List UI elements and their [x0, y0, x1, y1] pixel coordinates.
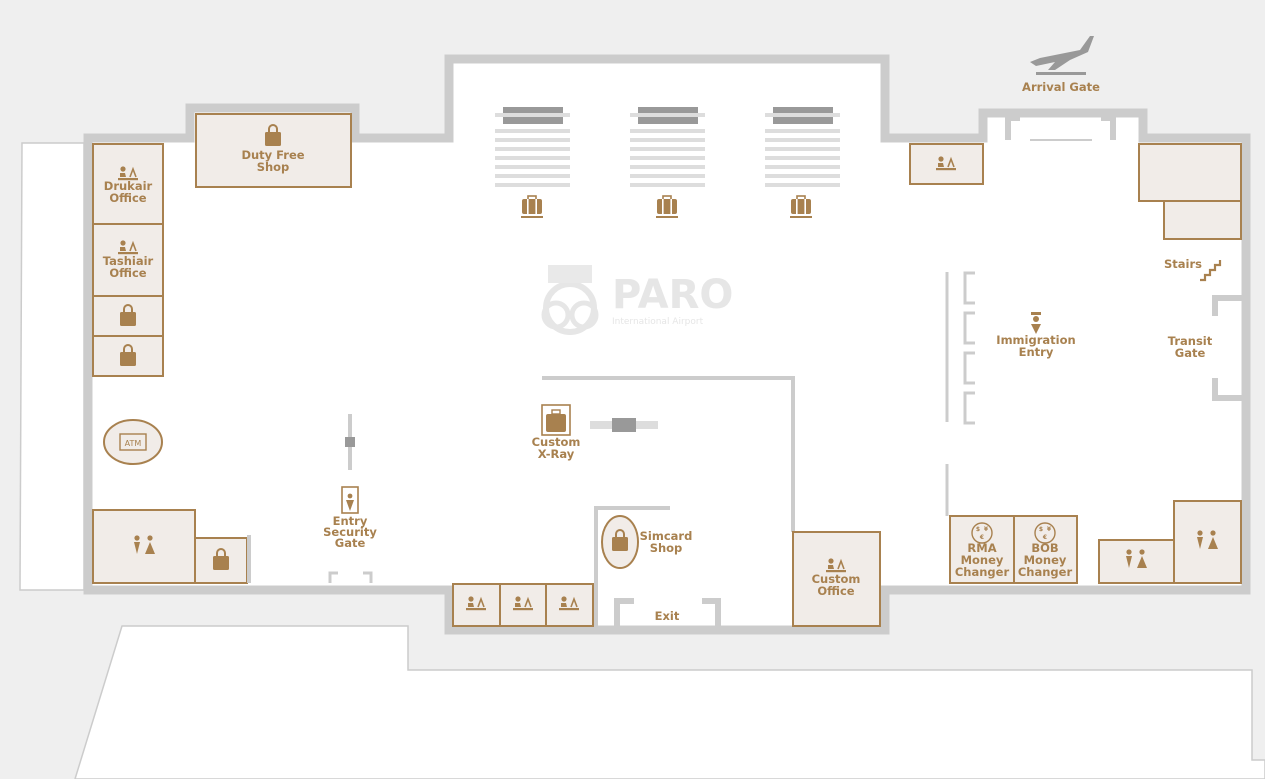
office-bottom-3[interactable] — [545, 583, 594, 627]
duty-free-label: Duty Free — [241, 148, 304, 162]
room-top-right — [1138, 143, 1242, 202]
restroom-right-1[interactable] — [1098, 539, 1175, 584]
metal-detector-icon — [341, 486, 359, 514]
immigration-label: Entry — [1019, 345, 1054, 359]
outer-apron — [19, 142, 85, 591]
shop-left-2[interactable] — [92, 335, 164, 377]
custom-xray-label: Custom — [532, 435, 581, 449]
atm-icon — [119, 433, 147, 451]
arrival-gate-frame — [1005, 115, 1116, 140]
arrival-gate-label: Arrival Gate — [1022, 80, 1100, 94]
transit-gate-label: Transit — [1168, 334, 1213, 348]
rma-label: Changer — [955, 565, 1010, 579]
entry-security-label: Security — [323, 525, 377, 539]
restroom-left[interactable] — [92, 509, 196, 584]
office-top-right[interactable] — [909, 143, 984, 185]
paro-watermark: PARO International Airport — [541, 265, 733, 335]
exit-label: Exit — [655, 609, 680, 623]
stairs-icon — [1200, 260, 1222, 282]
entry-security-gate[interactable]: Entry Security Gate — [323, 414, 377, 583]
transit-gate-label: Gate — [1175, 346, 1206, 360]
watermark-subtitle: International Airport — [612, 317, 704, 327]
duty-free-shop[interactable]: Duty Free Shop — [195, 113, 352, 188]
atm[interactable]: ATM — [103, 419, 163, 465]
customs-partition — [542, 376, 795, 532]
custom-office-label: Custom — [812, 572, 861, 586]
custom-xray[interactable]: Custom X-Ray — [532, 404, 658, 461]
rma-label: RMA — [967, 541, 996, 555]
entry-security-label: Gate — [335, 536, 366, 550]
custom-xray-label: X-Ray — [538, 447, 575, 461]
entry-security-label: Entry — [333, 514, 368, 528]
shop-left-1[interactable] — [92, 295, 164, 337]
stairs[interactable]: Stairs — [1164, 257, 1222, 282]
custom-office-label: Office — [817, 584, 854, 598]
office-bottom-1[interactable] — [452, 583, 501, 627]
wall-segment — [247, 535, 251, 583]
arrival-gate[interactable]: Arrival Gate — [1022, 36, 1100, 94]
simcard-shop[interactable]: Simcard Shop — [601, 515, 693, 569]
simcard-label: Shop — [650, 541, 683, 555]
airplane-landing-icon — [1030, 36, 1094, 75]
room-top-right-lower — [1163, 200, 1242, 240]
simcard-label: Simcard — [640, 529, 693, 543]
shop-left-bottom[interactable] — [194, 537, 248, 584]
duty-free-label: Shop — [257, 160, 290, 174]
custom-office[interactable]: Custom Office — [792, 531, 881, 627]
baggage-carousel — [630, 107, 705, 219]
restroom-right-2[interactable] — [1173, 500, 1242, 584]
baggage-carousel — [495, 107, 570, 219]
drukair-label: Office — [109, 191, 146, 205]
exit-gate[interactable]: Exit — [614, 598, 721, 630]
transit-gate-frame — [1212, 295, 1246, 401]
tashiair-label: Tashiair — [103, 254, 154, 268]
tashiair-office[interactable]: Tashiair Office — [92, 223, 164, 297]
drukair-office[interactable]: Drukair Office — [92, 143, 164, 225]
office-bottom-2[interactable] — [499, 583, 547, 627]
simcard-partition — [594, 506, 670, 630]
bob-label: BOB — [1031, 541, 1058, 555]
bob-label: Changer — [1018, 565, 1073, 579]
immigration-entry[interactable]: Immigration Entry — [996, 312, 1076, 359]
watermark-title: PARO — [612, 272, 733, 318]
immigration-officer-icon — [1031, 312, 1041, 334]
transit-gate[interactable]: Transit Gate — [1168, 334, 1213, 360]
bob-label: Money — [1024, 553, 1067, 567]
outer-ground-south — [74, 625, 1265, 779]
rma-money-changer[interactable]: RMA Money Changer — [949, 515, 1015, 584]
baggage-carousel — [765, 107, 840, 219]
immigration-booths — [963, 271, 975, 425]
rma-label: Money — [961, 553, 1004, 567]
stairs-label: Stairs — [1164, 257, 1202, 271]
bob-money-changer[interactable]: BOB Money Changer — [1013, 515, 1078, 584]
atm-label: ATM — [125, 439, 142, 448]
xray-scanner-icon — [541, 404, 571, 436]
tashiair-label: Office — [109, 266, 146, 280]
immigration-label: Immigration — [996, 333, 1075, 347]
drukair-label: Drukair — [104, 179, 153, 193]
